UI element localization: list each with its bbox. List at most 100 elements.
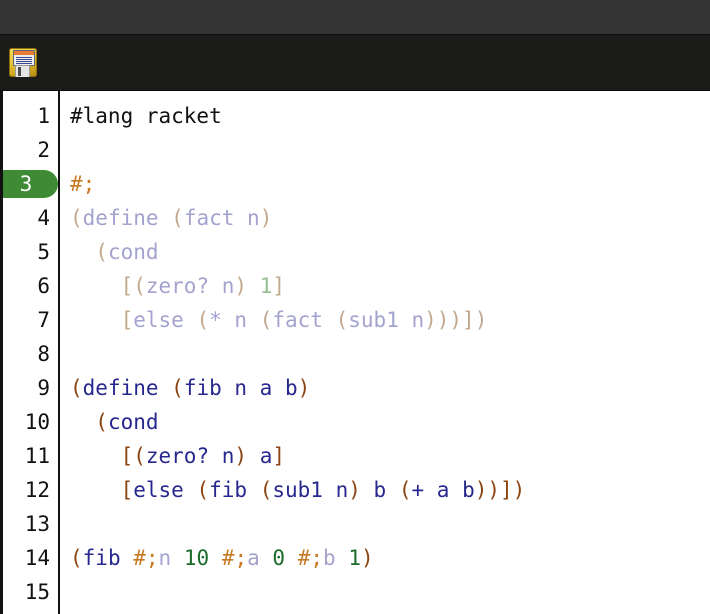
code-token: [ [120,478,134,502]
code-line[interactable]: (cond [70,405,710,439]
code-token: ( [70,376,83,400]
code-token: else [133,478,184,502]
code-token: #; [221,546,248,570]
code-token [184,308,197,332]
code-token: fib [82,546,121,570]
code-token: b [373,478,387,502]
code-token: 10 [183,546,210,570]
code-token: ( [335,308,349,332]
code-token: [ [120,308,134,332]
code-token: #; [297,546,324,570]
line-number[interactable]: 14 [24,546,50,570]
code-line[interactable]: (cond [70,235,710,269]
code-line[interactable] [70,133,710,167]
code-token [386,478,399,502]
code-token [70,240,95,264]
line-number[interactable]: 4 [37,206,50,230]
line-number[interactable]: 12 [24,478,50,502]
code-line[interactable]: (fib #;n 10 #;a 0 #;b 1) [70,541,710,575]
code-line[interactable]: [else (fib (sub1 n) b (+ a b))]) [70,473,710,507]
code-token: ( [196,308,210,332]
code-token [159,206,172,230]
code-token: else [133,308,184,332]
code-token: ) [259,206,273,230]
code-token [70,274,121,298]
code-token: ( [70,546,83,570]
code-token: ( [70,206,83,230]
code-token: ( [259,308,273,332]
code-area[interactable]: #lang racket #;(define (fact n) (cond [(… [60,91,710,614]
code-token: + a b [411,478,475,502]
code-token: #lang racket [70,104,222,128]
code-token: 1 [348,546,361,570]
code-token: fib n a b [183,376,298,400]
code-token: define [82,206,159,230]
code-line[interactable]: (define (fib n a b) [70,371,710,405]
code-token: ) [361,546,374,570]
code-line[interactable]: #; [70,167,710,201]
code-token: a [259,444,273,468]
code-token: fact [272,308,323,332]
code-token [70,410,95,434]
code-token: ( [95,240,108,264]
line-number[interactable]: 7 [37,308,50,332]
line-number[interactable]: 9 [37,376,50,400]
save-button[interactable] [6,45,40,81]
code-token [171,546,184,570]
code-token [70,444,121,468]
code-line[interactable] [70,575,710,609]
code-token: ( [398,478,412,502]
line-number[interactable]: 2 [37,138,50,162]
line-number[interactable]: 5 [37,240,50,264]
code-token: define [82,376,159,400]
code-token: ( [196,478,210,502]
code-token [285,546,298,570]
code-token: zero? n [145,444,235,468]
code-token [159,376,172,400]
code-token: ( [171,206,184,230]
code-line[interactable]: #lang racket [70,99,710,133]
line-number[interactable]: 1 [37,104,50,128]
code-token: ] [272,444,285,468]
code-token: b [323,546,336,570]
code-token [209,546,222,570]
line-number[interactable]: 15 [24,580,50,604]
code-token: ( [171,376,184,400]
code-line[interactable]: [(zero? n) 1] [70,269,710,303]
code-token [247,478,260,502]
code-token: 0 [272,546,286,570]
line-number[interactable]: 13 [24,512,50,536]
line-number[interactable]: 11 [24,444,50,468]
code-token [323,308,336,332]
code-token: ) [348,478,374,502]
code-token [184,478,197,502]
code-token: [( [120,444,146,468]
code-token [336,546,349,570]
code-line[interactable] [70,337,710,371]
line-number[interactable]: 3 [3,167,58,201]
code-token: ) [234,274,260,298]
floppy-disk-save-icon [9,48,37,77]
code-token [70,478,121,502]
code-line[interactable]: (define (fact n) [70,201,710,235]
code-token: ) [234,444,260,468]
code-token: fib [209,478,248,502]
code-line[interactable] [70,507,710,541]
code-token: fact n [183,206,260,230]
code-token: ] [272,274,285,298]
code-token: #; [133,546,159,570]
code-line[interactable]: [(zero? n) a] [70,439,710,473]
code-token [70,308,121,332]
code-token: zero? n [145,274,235,298]
code-token: n [158,546,172,570]
code-token [247,308,260,332]
code-line[interactable]: [else (* n (fact (sub1 n)))]) [70,303,710,337]
line-number[interactable]: 6 [37,274,50,298]
code-token: ( [95,410,108,434]
line-number[interactable]: 10 [24,410,50,434]
line-number[interactable]: 8 [37,342,50,366]
code-token: sub1 n [272,478,349,502]
